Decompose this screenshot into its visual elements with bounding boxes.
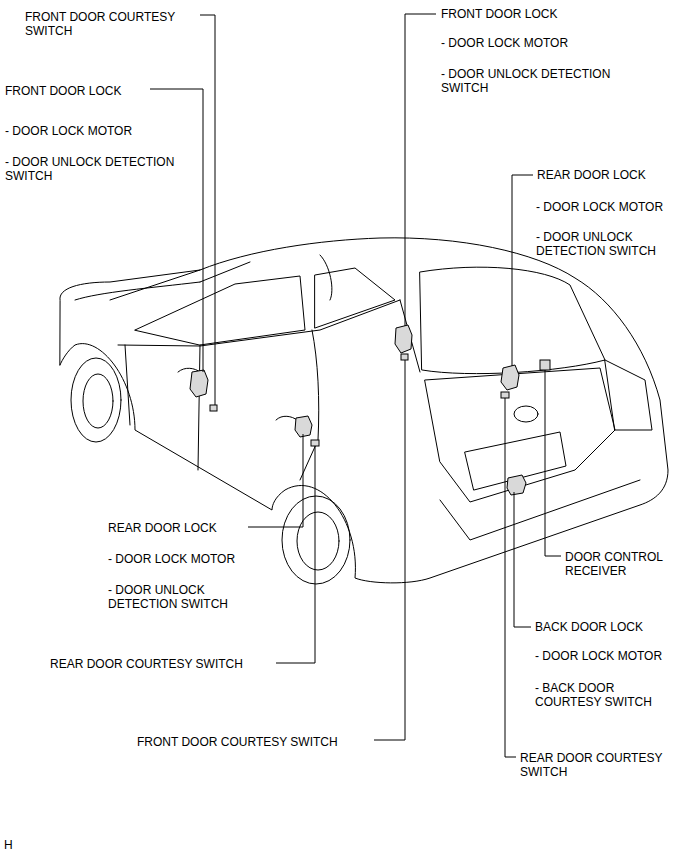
part-label: - DOOR UNLOCK DETECTION SWITCH xyxy=(108,583,240,611)
part-label: - DOOR UNLOCK DETECTION SWITCH xyxy=(441,67,629,95)
label-anchor: - DOOR UNLOCK DETECTION SWITCH xyxy=(5,155,193,183)
label-anchor: FRONT DOOR LOCK xyxy=(441,7,557,21)
leader-line xyxy=(514,492,531,627)
body-outline xyxy=(60,238,668,583)
part-label: - DOOR UNLOCK DETECTION SWITCH xyxy=(5,155,193,183)
door-handle xyxy=(276,416,297,420)
leader-line xyxy=(150,89,203,372)
part-label: FRONT DOOR LOCK xyxy=(441,7,557,21)
bumper-line xyxy=(440,480,640,540)
label-anchor: - DOOR LOCK MOTOR xyxy=(5,124,132,138)
label-anchor: - DOOR UNLOCK DETECTION SWITCH xyxy=(108,583,240,611)
part-label: FRONT DOOR COURTESY SWITCH xyxy=(137,735,338,749)
leader-line xyxy=(374,360,405,740)
part-label: FRONT DOOR LOCK xyxy=(5,84,121,98)
part-label: - DOOR LOCK MOTOR xyxy=(441,36,568,50)
leader-line xyxy=(405,14,436,326)
part-label: - DOOR UNLOCK DETECTION SWITCH xyxy=(536,230,668,258)
part-label: - DOOR LOCK MOTOR xyxy=(535,649,662,663)
label-anchor: - DOOR LOCK MOTOR xyxy=(108,552,235,566)
label-anchor: FRONT DOOR COURTESY SWITCH xyxy=(25,10,190,38)
label-anchor: REAR DOOR LOCK xyxy=(108,521,217,535)
rear-door-lock xyxy=(501,365,519,390)
rear-door-courtesy-switch xyxy=(501,392,509,398)
leader-line xyxy=(505,398,516,757)
leader-line xyxy=(200,15,215,405)
label-anchor: REAR DOOR COURTESY SWITCH xyxy=(520,751,678,779)
front-door-lock xyxy=(395,325,412,353)
label-anchor: - DOOR LOCK MOTOR xyxy=(441,36,568,50)
part-label: - DOOR LOCK MOTOR xyxy=(536,200,663,214)
front-door-lock xyxy=(190,370,208,397)
front-door-courtesy-switch xyxy=(210,405,217,411)
label-anchor: - DOOR UNLOCK DETECTION SWITCH xyxy=(536,230,668,258)
leader-line xyxy=(545,370,561,556)
label-anchor: - DOOR LOCK MOTOR xyxy=(536,200,663,214)
label-anchor: REAR DOOR COURTESY SWITCH xyxy=(50,657,243,671)
tail-lamp xyxy=(605,360,652,430)
leader-line xyxy=(248,434,303,527)
back-door-lock xyxy=(507,475,526,495)
part-label: FRONT DOOR COURTESY SWITCH xyxy=(25,10,190,38)
label-anchor: - DOOR LOCK MOTOR xyxy=(535,649,662,663)
rear-wheel xyxy=(282,496,350,584)
front-wheel-rim xyxy=(83,374,113,428)
label-anchor: FRONT DOOR COURTESY SWITCH xyxy=(137,735,338,749)
part-label: - BACK DOOR COURTESY SWITCH xyxy=(535,681,663,709)
label-anchor: DOOR CONTROL RECEIVER xyxy=(565,550,677,578)
leader-line xyxy=(512,175,533,366)
label-anchor: REAR DOOR LOCK xyxy=(537,168,646,182)
label-anchor: H xyxy=(4,838,13,852)
door-control-receiver xyxy=(540,360,550,370)
label-anchor: - DOOR UNLOCK DETECTION SWITCH xyxy=(441,67,629,95)
front-door-courtesy-switch xyxy=(401,354,408,360)
back-door-panel xyxy=(425,368,615,502)
part-label: DOOR CONTROL RECEIVER xyxy=(565,550,677,578)
rear-door-lock xyxy=(295,416,312,437)
belt-line xyxy=(118,300,400,346)
part-label: - DOOR LOCK MOTOR xyxy=(5,124,132,138)
part-label: - DOOR LOCK MOTOR xyxy=(108,552,235,566)
rear-door-courtesy-switch xyxy=(311,440,319,446)
leader-line xyxy=(276,446,315,663)
front-wheel xyxy=(71,358,121,442)
emblem xyxy=(514,406,538,422)
label-anchor: FRONT DOOR LOCK xyxy=(5,84,121,98)
part-label: REAR DOOR LOCK xyxy=(537,168,646,182)
side-window xyxy=(135,276,305,345)
part-label: REAR DOOR COURTESY SWITCH xyxy=(520,751,678,779)
front-door-edge xyxy=(198,345,200,470)
label-anchor: BACK DOOR LOCK xyxy=(535,620,643,634)
part-label: REAR DOOR LOCK xyxy=(108,521,217,535)
part-label: REAR DOOR COURTESY SWITCH xyxy=(50,657,243,671)
label-anchor: - BACK DOOR COURTESY SWITCH xyxy=(535,681,663,709)
windshield xyxy=(110,262,250,300)
front-door-front-edge xyxy=(125,345,130,425)
rear-side-window xyxy=(315,268,395,328)
part-label: BACK DOOR LOCK xyxy=(535,620,643,634)
figure-code: H xyxy=(4,838,13,852)
